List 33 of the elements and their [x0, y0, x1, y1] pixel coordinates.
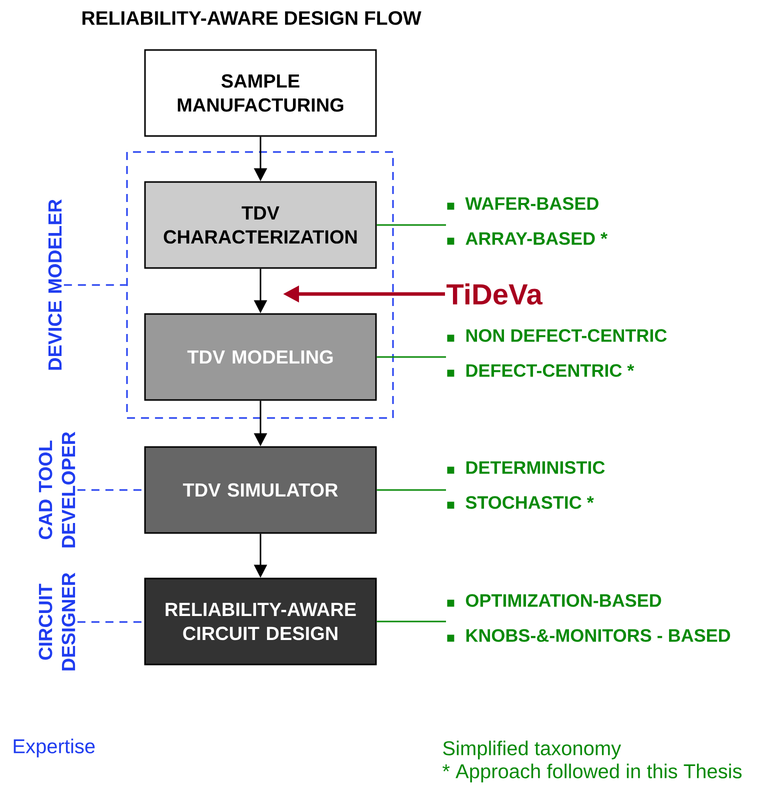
taxonomy-list: NON DEFECT-CENTRIC DEFECT-CENTRIC *: [447, 329, 667, 377]
title: RELIABILITY-AWARE DESIGN FLOW: [82, 11, 422, 25]
note: Simplified taxonomy: [443, 740, 622, 760]
dashed-connector: [64, 284, 126, 286]
note: Expertise: [14, 738, 95, 758]
leader-line: [376, 489, 446, 491]
note: * Approach followed in this Thesis: [442, 764, 742, 782]
node-label: DETERMINISTIC: [466, 461, 605, 474]
node-label: DEFECT-CENTRIC *: [466, 364, 634, 377]
node-label: WAFER-BASED: [465, 197, 598, 210]
leader-line: [376, 224, 446, 226]
role-label: CAD TOOL DEVELOPER: [38, 432, 76, 548]
process-box: RELIABILITY-AWARE CIRCUIT DESIGN: [144, 578, 377, 666]
process-box: SAMPLE MANUFACTURING: [144, 49, 377, 137]
taxonomy-list: OPTIMIZATION-BASED KNOBS-&-MONITORS - BASED: [447, 594, 730, 642]
node-label: ARRAY-BASED *: [466, 232, 608, 245]
node-label: NON DEFECT-CENTRIC: [466, 329, 667, 342]
role-label: DEVICE MODELER: [48, 199, 62, 370]
leader-line: [376, 356, 446, 358]
role-label: CIRCUIT DESIGNER: [38, 572, 76, 670]
node-label: STOCHASTIC *: [466, 496, 594, 509]
node-label: KNOBS-&-MONITORS - BASED: [466, 629, 730, 642]
process-box: TDV MODELING: [144, 313, 377, 401]
node-label: OPTIMIZATION-BASED: [466, 594, 662, 607]
tool-label: TiDeVa: [446, 283, 543, 305]
process-box: TDV SIMULATOR: [144, 446, 377, 534]
process-box: TDV CHARACTERIZATION: [144, 181, 377, 269]
group-box: [126, 151, 394, 419]
dashed-connector: [77, 489, 144, 491]
dashed-connector: [77, 621, 144, 623]
leader-line: [376, 620, 446, 622]
taxonomy-list: WAFER-BASED ARRAY-BASED *: [447, 197, 608, 245]
taxonomy-list: DETERMINISTIC STOCHASTIC *: [447, 461, 605, 509]
